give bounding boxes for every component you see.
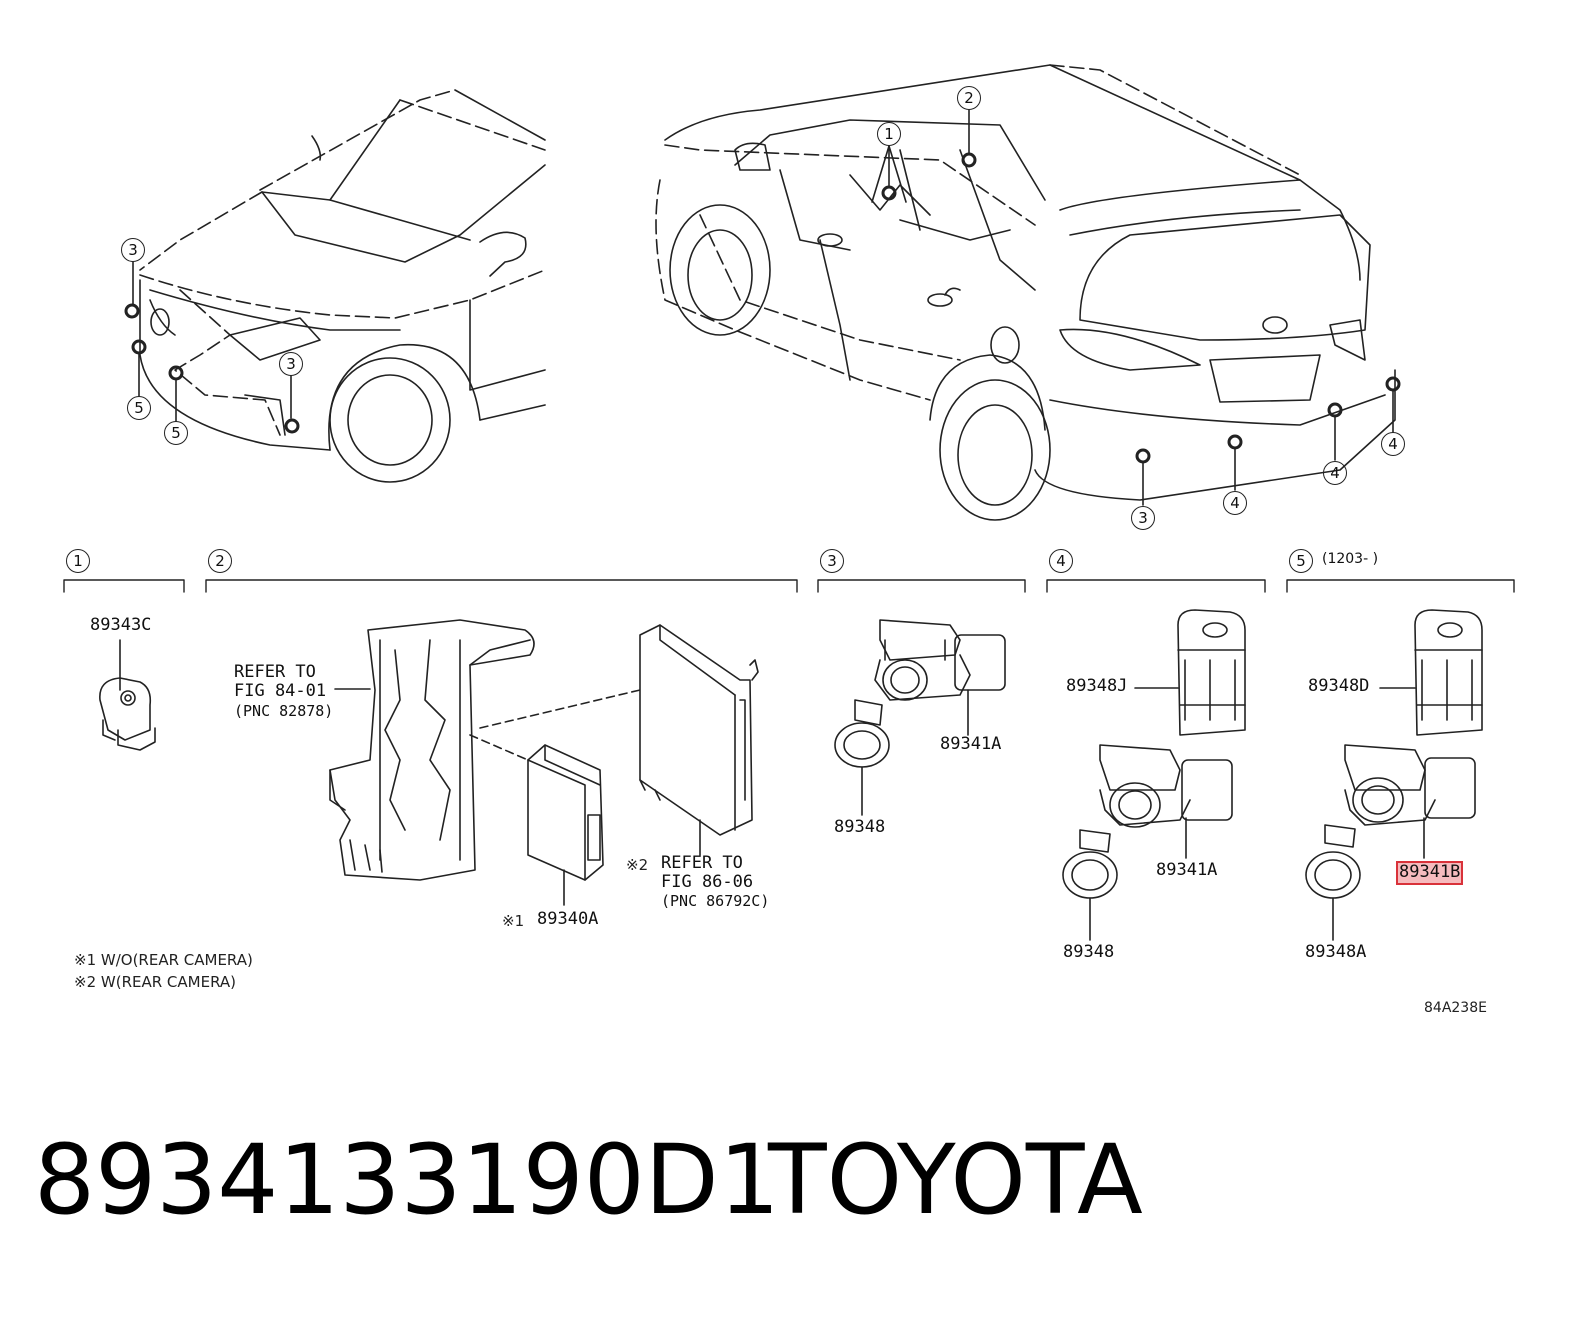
footnote-2: ※2 W(REAR CAMERA) bbox=[74, 973, 236, 991]
diagram-code: 84A238E bbox=[1424, 1000, 1487, 1016]
section-5-number: 5 bbox=[1289, 549, 1313, 573]
ecu-note-mark: ※2 bbox=[626, 856, 649, 874]
refer-fig-84-line1: REFER TO bbox=[234, 662, 316, 682]
rear-callout-2: 2 bbox=[957, 86, 981, 110]
rear-callout-4-c: 4 bbox=[1381, 432, 1405, 456]
section3-sensor-drawing bbox=[874, 619, 1006, 736]
part-label-89348J[interactable]: 89348J bbox=[1066, 676, 1128, 696]
rear-callout-4-a: 4 bbox=[1223, 491, 1247, 515]
section5-bracket-drawing bbox=[1379, 609, 1483, 736]
module-note-mark: ※1 bbox=[502, 912, 525, 930]
part-label-89343C[interactable]: 89343C bbox=[90, 615, 152, 635]
part-label-89348-s3[interactable]: 89348 bbox=[834, 817, 886, 837]
part-label-89348D[interactable]: 89348D bbox=[1308, 676, 1370, 696]
part-label-89341A-s3[interactable]: 89341A bbox=[940, 734, 1002, 754]
front-car-illustration bbox=[139, 89, 546, 483]
section-1-number: 1 bbox=[66, 549, 90, 573]
refer-fig-86-pnc: (PNC 86792C) bbox=[661, 892, 770, 910]
front-car-leaders bbox=[124, 261, 300, 434]
page-title-brand: TOYOTA bbox=[768, 1124, 1143, 1236]
section-5-range: (1203- ) bbox=[1322, 551, 1379, 567]
part-label-89341A-s4[interactable]: 89341A bbox=[1156, 860, 1218, 880]
front-callout-3-lower: 3 bbox=[279, 352, 303, 376]
rear-car-leaders bbox=[871, 109, 1401, 506]
rear-callout-3: 3 bbox=[1131, 506, 1155, 530]
part-label-89340A[interactable]: 89340A bbox=[537, 909, 599, 929]
ecu-drawing bbox=[479, 624, 759, 856]
front-callout-3-upper: 3 bbox=[121, 238, 145, 262]
section4-ring-drawing bbox=[1062, 829, 1118, 941]
section5-sensor-drawing bbox=[1344, 744, 1476, 859]
section4-bracket-drawing bbox=[1134, 609, 1246, 736]
front-callout-5-left: 5 bbox=[127, 396, 151, 420]
part-label-89348-s4[interactable]: 89348 bbox=[1063, 942, 1115, 962]
part-label-89341B-highlighted[interactable]: 89341B bbox=[1396, 861, 1464, 885]
part-89343C-drawing bbox=[99, 639, 156, 751]
rear-callout-1: 1 bbox=[877, 122, 901, 146]
module-89340A-drawing bbox=[469, 734, 604, 906]
section4-sensor-drawing bbox=[1099, 744, 1233, 859]
section-2-number: 2 bbox=[208, 549, 232, 573]
page-title-part-number: 8934133190D1 bbox=[34, 1124, 780, 1236]
section5-ring-drawing bbox=[1305, 824, 1361, 941]
part-label-89348A[interactable]: 89348A bbox=[1305, 942, 1367, 962]
refer-fig-84-line2[interactable]: FIG 84-01 bbox=[234, 681, 327, 701]
front-callout-5-right: 5 bbox=[164, 421, 188, 445]
rear-callout-4-b: 4 bbox=[1323, 461, 1347, 485]
section-3-number: 3 bbox=[820, 549, 844, 573]
refer-fig-86-line1: REFER TO bbox=[661, 853, 743, 873]
refer-fig-84-pnc: (PNC 82878) bbox=[234, 702, 334, 720]
rear-car-illustration bbox=[655, 64, 1396, 521]
bracket-drawing bbox=[329, 619, 535, 881]
refer-fig-86-line2[interactable]: FIG 86-06 bbox=[661, 872, 754, 892]
footnote-1: ※1 W/O(REAR CAMERA) bbox=[74, 951, 253, 969]
section-4-number: 4 bbox=[1049, 549, 1073, 573]
section-brackets bbox=[63, 579, 1515, 593]
section3-ring-drawing bbox=[834, 699, 890, 816]
